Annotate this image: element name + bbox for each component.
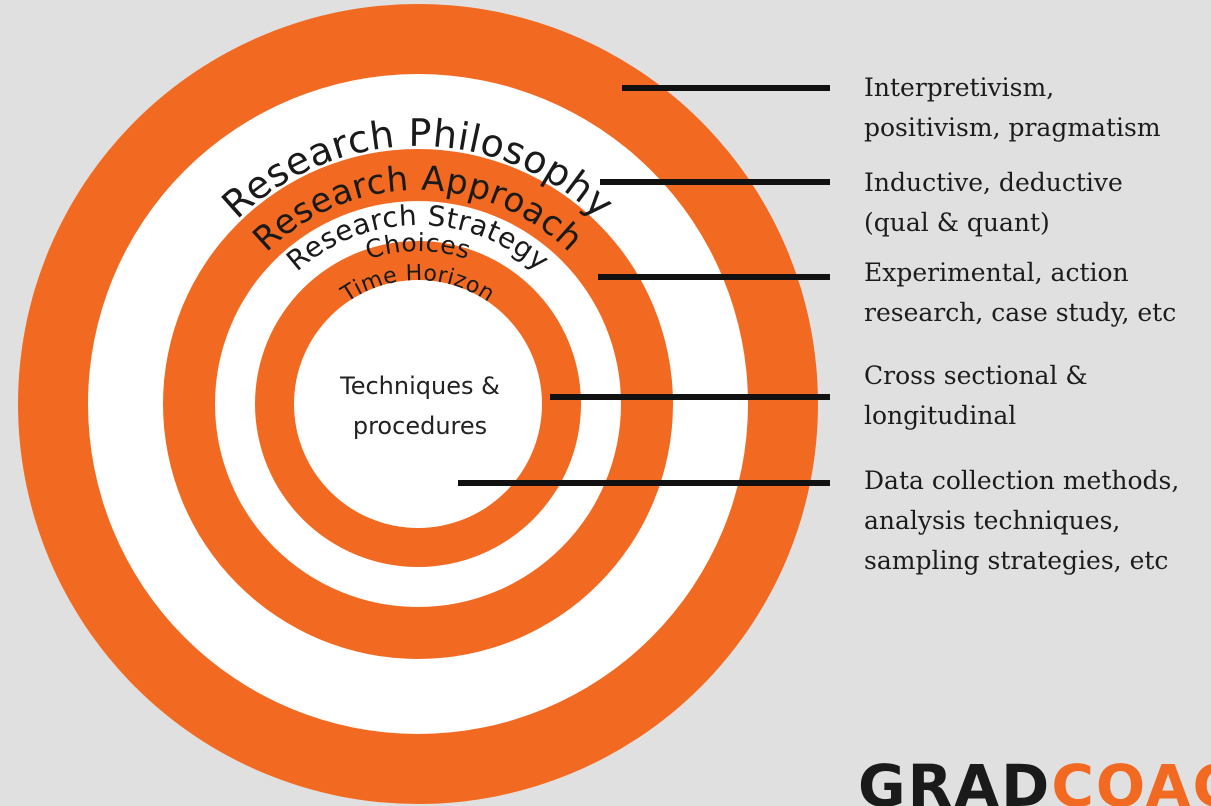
description-line: longitudinal — [864, 401, 1017, 430]
description-techniques: Data collection methods, analysis techni… — [864, 461, 1179, 581]
description-line: Data collection methods, — [864, 466, 1180, 495]
description-approach: Inductive, deductive (qual & quant) — [864, 163, 1123, 243]
description-strategy: Experimental, action research, case stud… — [864, 253, 1176, 333]
label-techniques-procedures: Techniques & procedures — [300, 366, 540, 446]
description-line: (qual & quant) — [864, 208, 1050, 237]
logo-coach: COACH — [1051, 752, 1211, 806]
description-time-horizon: Cross sectional & longitudinal — [864, 356, 1088, 436]
description-line: research, case study, etc — [864, 298, 1177, 327]
description-line: sampling strategies, etc — [864, 546, 1169, 575]
description-line: Cross sectional & — [864, 361, 1088, 390]
description-philosophy: Interpretivism, positivism, pragmatism — [864, 68, 1161, 148]
logo-grad: GRAD — [858, 752, 1052, 806]
description-line: Interpretivism, — [864, 73, 1055, 102]
center-line-2: procedures — [352, 412, 488, 440]
description-line: analysis techniques, — [864, 506, 1121, 535]
description-line: positivism, pragmatism — [864, 113, 1161, 142]
ring-techniques-procedures — [294, 280, 542, 528]
center-line-1: Techniques & — [340, 372, 500, 400]
gradcoach-logo: GRADCOACH — [858, 750, 1211, 806]
description-line: Experimental, action — [864, 258, 1129, 287]
description-line: Inductive, deductive — [864, 168, 1123, 197]
